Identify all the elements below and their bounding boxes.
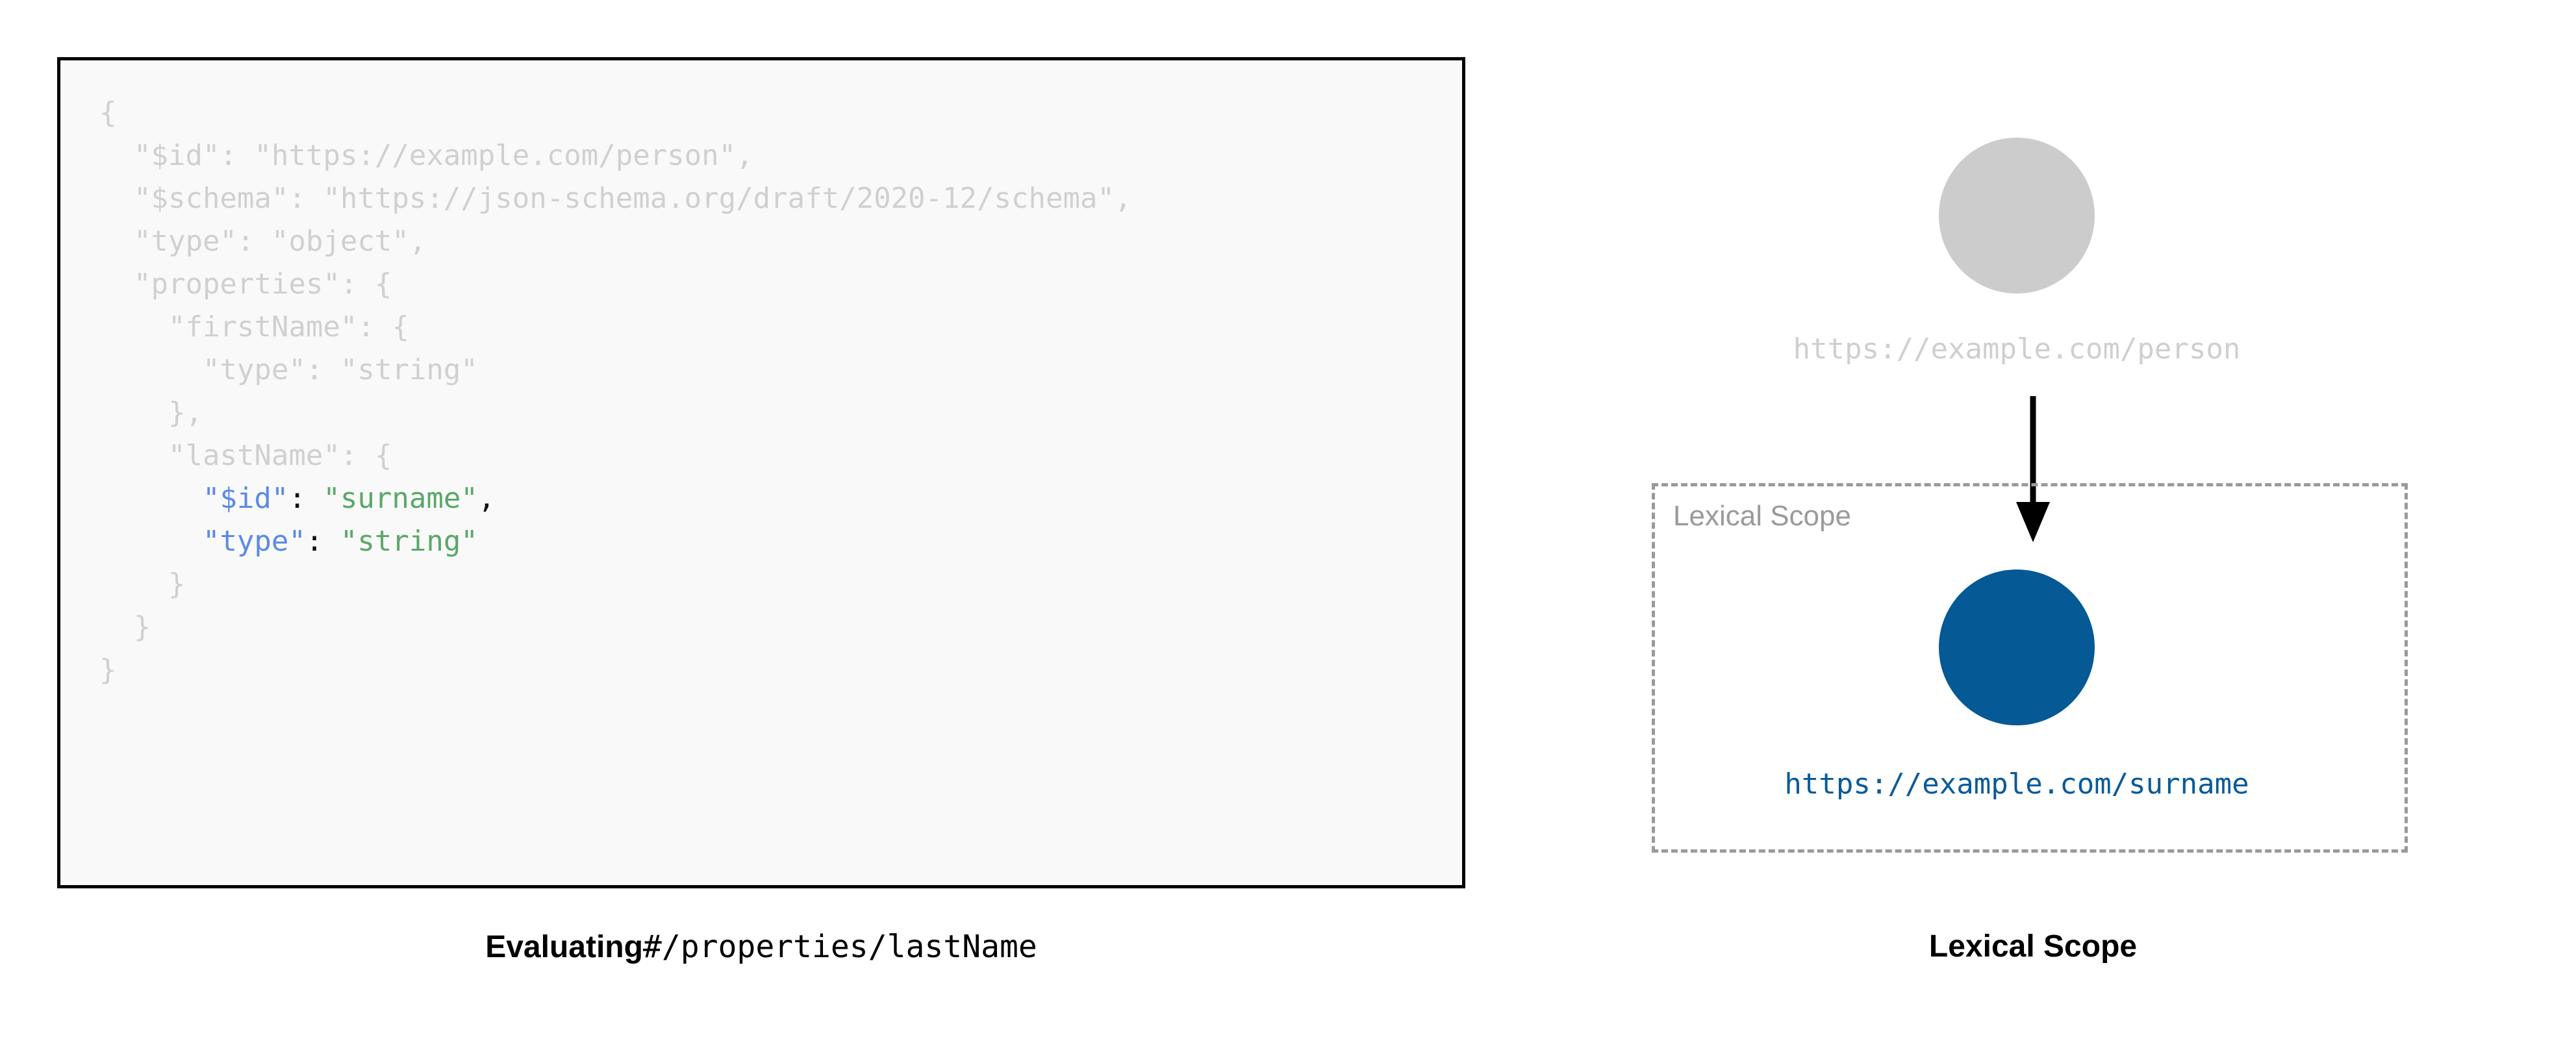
code-token-key: "type"	[202, 525, 306, 558]
code-token-key: "$id"	[202, 482, 289, 515]
scoped-node-circle	[1939, 570, 2095, 725]
code-listing[interactable]: { "$id": "https://example.com/person", "…	[99, 92, 1131, 692]
code-line: "type": "string"	[99, 349, 1131, 392]
code-line: }	[99, 649, 1131, 692]
code-line: "lastName": {	[99, 434, 1131, 477]
code-line: {	[99, 92, 1131, 134]
code-token-punct: :	[288, 482, 323, 515]
code-token-dim: },	[168, 396, 203, 429]
left-caption-pointer: #/properties/lastName	[642, 929, 1037, 965]
code-line: "$schema": "https://json-schema.org/draf…	[99, 177, 1131, 220]
code-line: "type": "string"	[99, 520, 1131, 563]
code-line: "properties": {	[99, 263, 1131, 306]
code-token-str: "surname"	[323, 482, 478, 515]
left-caption: Evaluating#/properties/lastName	[57, 929, 1465, 965]
left-caption-bold: Evaluating	[485, 930, 643, 964]
code-line: }	[99, 606, 1131, 649]
code-line: }	[99, 563, 1131, 606]
code-line: "type": "object",	[99, 220, 1131, 263]
code-line: },	[99, 392, 1131, 434]
scoped-node-label: https://example.com/surname	[1784, 768, 2249, 801]
code-token-dim: }	[168, 568, 186, 601]
root-node-circle	[1939, 138, 2095, 294]
code-token-dim: }	[133, 610, 151, 644]
code-line: "firstName": {	[99, 306, 1131, 349]
code-token-punct: ,	[477, 482, 496, 515]
root-node-label: https://example.com/person	[1793, 332, 2241, 366]
code-token-dim: "$id": "https://example.com/person",	[133, 139, 753, 172]
lexical-scope-title: Lexical Scope	[1673, 500, 1851, 532]
code-token-dim: "lastName": {	[168, 439, 392, 472]
code-token-dim: "$schema": "https://json-schema.org/draf…	[133, 182, 1132, 215]
code-line: "$id": "surname",	[99, 477, 1131, 520]
code-token-dim: "properties": {	[133, 268, 392, 301]
code-token-dim: "type": "object",	[133, 225, 427, 258]
code-token-dim: "type": "string"	[202, 353, 478, 386]
code-token-dim: {	[99, 96, 117, 129]
downward-arrow-icon	[2016, 396, 2050, 542]
lexical-scope-diagram: https://example.com/person Lexical Scope…	[1572, 0, 2494, 922]
code-line: "$id": "https://example.com/person",	[99, 134, 1131, 177]
code-token-punct: :	[305, 525, 340, 558]
right-caption: Lexical Scope	[1928, 929, 2138, 964]
json-schema-code-block: { "$id": "https://example.com/person", "…	[57, 57, 1465, 888]
code-token-str: "string"	[340, 525, 478, 558]
lexical-scope-container	[1652, 483, 2408, 853]
code-token-dim: }	[99, 653, 117, 686]
code-token-dim: "firstName": {	[168, 310, 409, 344]
